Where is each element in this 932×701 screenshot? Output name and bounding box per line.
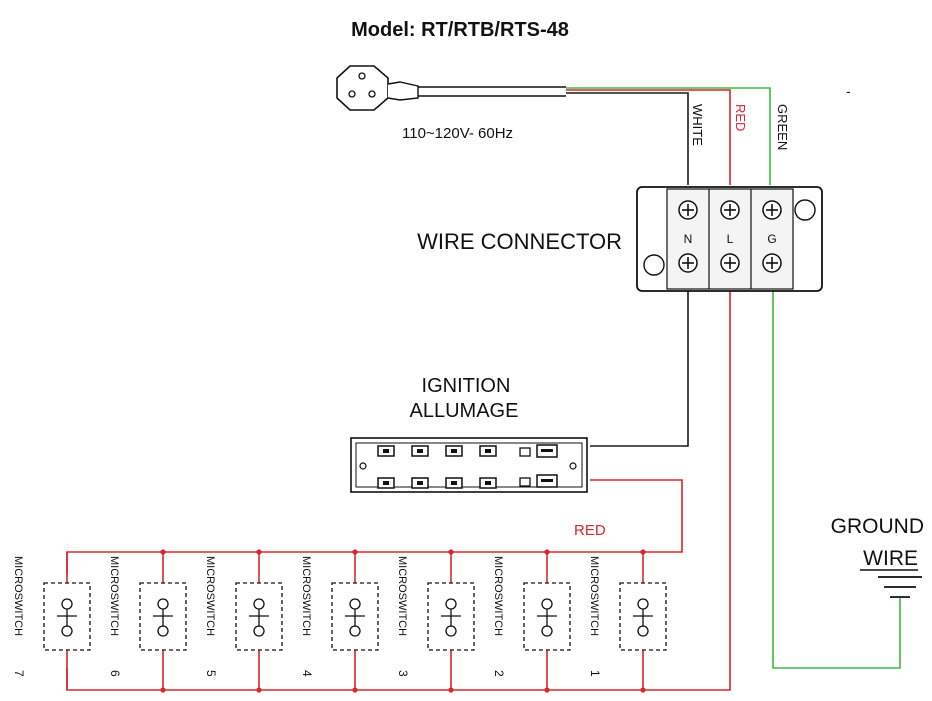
microswitch-number: 3	[396, 670, 410, 677]
microswitch-label: MICROSWITCH	[12, 556, 24, 636]
microswitch-number: 7	[12, 670, 26, 677]
dash-mark: -	[846, 83, 851, 99]
green-wire-label: GREEN	[775, 104, 790, 150]
terminal-screw-icon	[678, 253, 698, 273]
microswitch-4: MICROSWITCH 4	[300, 549, 379, 693]
terminal-screw-icon	[720, 200, 740, 220]
microswitch-label: MICROSWITCH	[108, 556, 120, 636]
red-bus-label: RED	[574, 522, 606, 539]
microswitch-label: MICROSWITCH	[204, 556, 216, 636]
microswitch-label: MICROSWITCH	[588, 556, 600, 636]
microswitch-number: 2	[492, 670, 506, 677]
red-wire-label: RED	[733, 104, 748, 131]
wire-connector-block: N L G	[636, 186, 823, 292]
terminal-l-label: L	[727, 232, 734, 246]
ground-label: GROUND	[831, 515, 924, 538]
power-rating-label: 110~120V- 60Hz	[402, 125, 513, 142]
terminal-screw-icon	[762, 200, 782, 220]
microswitch-number: 1	[588, 670, 602, 677]
white-wire-label: WHITE	[690, 104, 705, 146]
green-wire	[566, 87, 901, 669]
ground-symbol-icon	[878, 576, 922, 598]
microswitch-row: MICROSWITCH7MICROSWITCH6MICROSWITCH5MICR…	[12, 549, 667, 693]
microswitch-7: MICROSWITCH 7	[12, 552, 91, 690]
white-wire	[566, 92, 689, 447]
terminal-screw-icon	[720, 253, 740, 273]
microswitch-1: MICROSWITCH 1	[588, 549, 667, 693]
terminal-screw-icon	[678, 200, 698, 220]
microswitch-number: 5	[204, 670, 218, 677]
microswitch-label: MICROSWITCH	[300, 556, 312, 636]
microswitch-2: MICROSWITCH 2	[492, 549, 571, 693]
wire-connector-label: WIRE CONNECTOR	[417, 229, 622, 254]
power-plug-icon	[336, 65, 419, 111]
microswitch-5: MICROSWITCH 5	[204, 549, 283, 693]
microswitch-label: MICROSWITCH	[396, 556, 408, 636]
microswitch-label: MICROSWITCH	[492, 556, 504, 636]
terminal-n-label: N	[684, 232, 693, 246]
terminal-screw-icon	[762, 253, 782, 273]
model-title: Model: RT/RTB/RTS-48	[351, 19, 569, 41]
ignition-module	[350, 437, 588, 493]
microswitch-6: MICROSWITCH 6	[108, 549, 187, 693]
microswitch-number: 6	[108, 670, 122, 677]
wire-label: WIRE	[863, 547, 918, 570]
allumage-label: ALLUMAGE	[410, 400, 519, 422]
terminal-g-label: G	[767, 232, 776, 246]
power-cord	[418, 86, 566, 97]
microswitch-number: 4	[300, 670, 314, 677]
microswitch-3: MICROSWITCH 3	[396, 549, 475, 693]
ignition-label: IGNITION	[422, 375, 511, 397]
